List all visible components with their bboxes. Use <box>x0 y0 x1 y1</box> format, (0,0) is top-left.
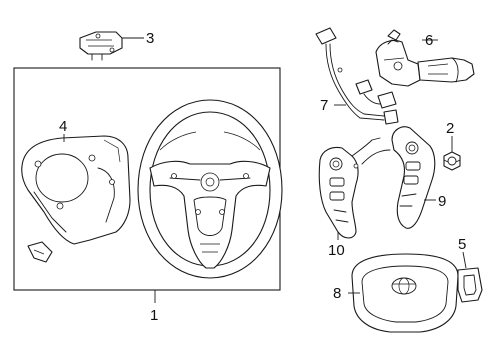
right-switch-bezel-part <box>361 126 436 229</box>
left-switch-bezel-part <box>318 137 381 239</box>
cover-clip-part <box>27 241 53 263</box>
nut-part <box>443 151 461 171</box>
callout-5: 5 <box>458 236 466 253</box>
leader-5 <box>462 251 467 269</box>
callout-6: 6 <box>425 32 433 49</box>
steering-wheel-part <box>137 99 283 279</box>
callout-7: 7 <box>320 97 328 114</box>
wire-harness-part <box>315 27 399 125</box>
callout-10: 10 <box>328 242 345 259</box>
callout-1: 1 <box>150 307 158 324</box>
callout-3: 3 <box>146 30 154 47</box>
emblem-ring-part <box>457 267 483 303</box>
bracket-part <box>79 31 123 61</box>
callout-2: 2 <box>446 120 454 137</box>
lower-cover-part <box>21 135 131 245</box>
callout-4: 4 <box>59 118 67 135</box>
airbag-module-part <box>351 253 459 333</box>
callout-9: 9 <box>438 193 446 210</box>
column-switch-part <box>375 29 475 87</box>
callout-8: 8 <box>333 285 341 302</box>
